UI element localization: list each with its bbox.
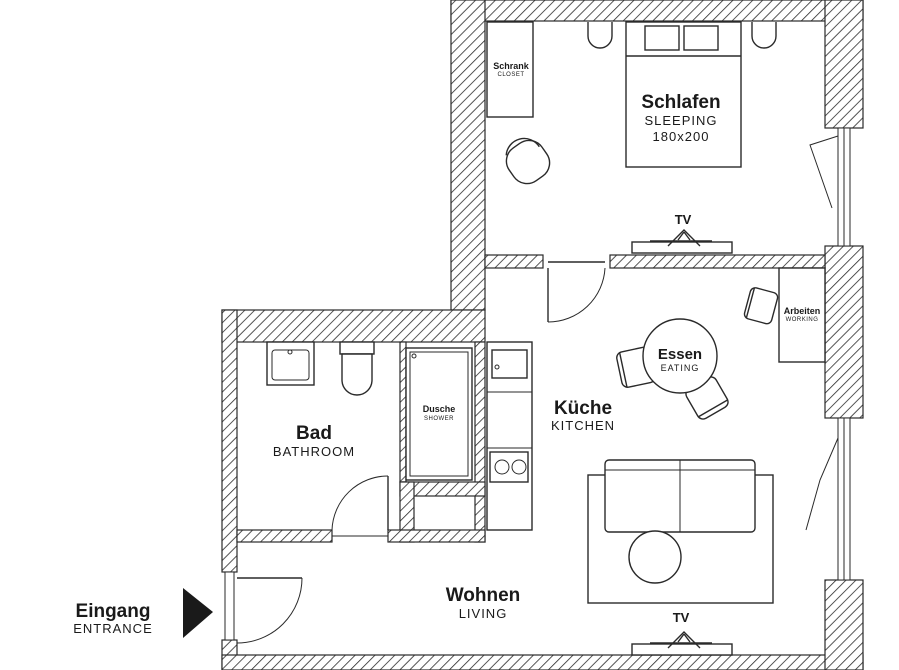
- shower-label: Dusche: [423, 404, 456, 414]
- living: [587, 459, 774, 656]
- bed-size: 180x200: [653, 129, 710, 144]
- toilet: [341, 353, 373, 396]
- tv-bench: [631, 643, 733, 656]
- washbasin: [266, 341, 315, 386]
- closet: [486, 21, 534, 118]
- kitchen: [486, 267, 826, 531]
- entrance-label: Eingang: [76, 601, 151, 622]
- bedside-table: [751, 22, 777, 49]
- living-sublabel: LIVING: [459, 606, 508, 621]
- coffee-table: [628, 530, 682, 584]
- sleeping-sublabel: SLEEPING: [644, 113, 717, 128]
- eating-label: Essen: [658, 346, 702, 363]
- dining-table: [642, 318, 718, 394]
- entrance-arrow-icon: [183, 588, 213, 638]
- entrance-sublabel: ENTRANCE: [73, 621, 153, 636]
- living-label: Wohnen: [446, 585, 521, 606]
- kitchen-label: Küche: [554, 398, 612, 419]
- desk-chair: [743, 287, 779, 325]
- closet-label: Schrank: [493, 61, 530, 71]
- bathroom-label: Bad: [296, 423, 332, 444]
- pillow: [683, 25, 719, 51]
- windows: [805, 127, 851, 581]
- shower-tray: [405, 347, 473, 481]
- tv-label-bedroom: TV: [675, 212, 692, 227]
- bathroom: [266, 341, 473, 481]
- working-label: Arbeiten: [784, 306, 821, 316]
- closet-sublabel: CLOSET: [497, 72, 524, 78]
- sleeping-label: Schlafen: [641, 92, 720, 113]
- armchair: [505, 137, 551, 185]
- doors: [224, 261, 606, 644]
- bedroom: [486, 21, 777, 254]
- tv-bench: [631, 241, 733, 254]
- toilet-tank: [339, 341, 375, 355]
- kitchen-sublabel: KITCHEN: [551, 418, 615, 433]
- desk: [778, 267, 826, 363]
- tv-label-living: TV: [673, 610, 690, 625]
- bathroom-sublabel: BATHROOM: [273, 444, 355, 459]
- bedside-table: [587, 22, 613, 49]
- sink: [491, 349, 528, 379]
- eating-sublabel: EATING: [661, 363, 700, 373]
- walls: [221, 0, 864, 670]
- pillow: [644, 25, 680, 51]
- working-sublabel: WORKING: [786, 317, 819, 323]
- shower-sublabel: SHOWER: [424, 416, 454, 422]
